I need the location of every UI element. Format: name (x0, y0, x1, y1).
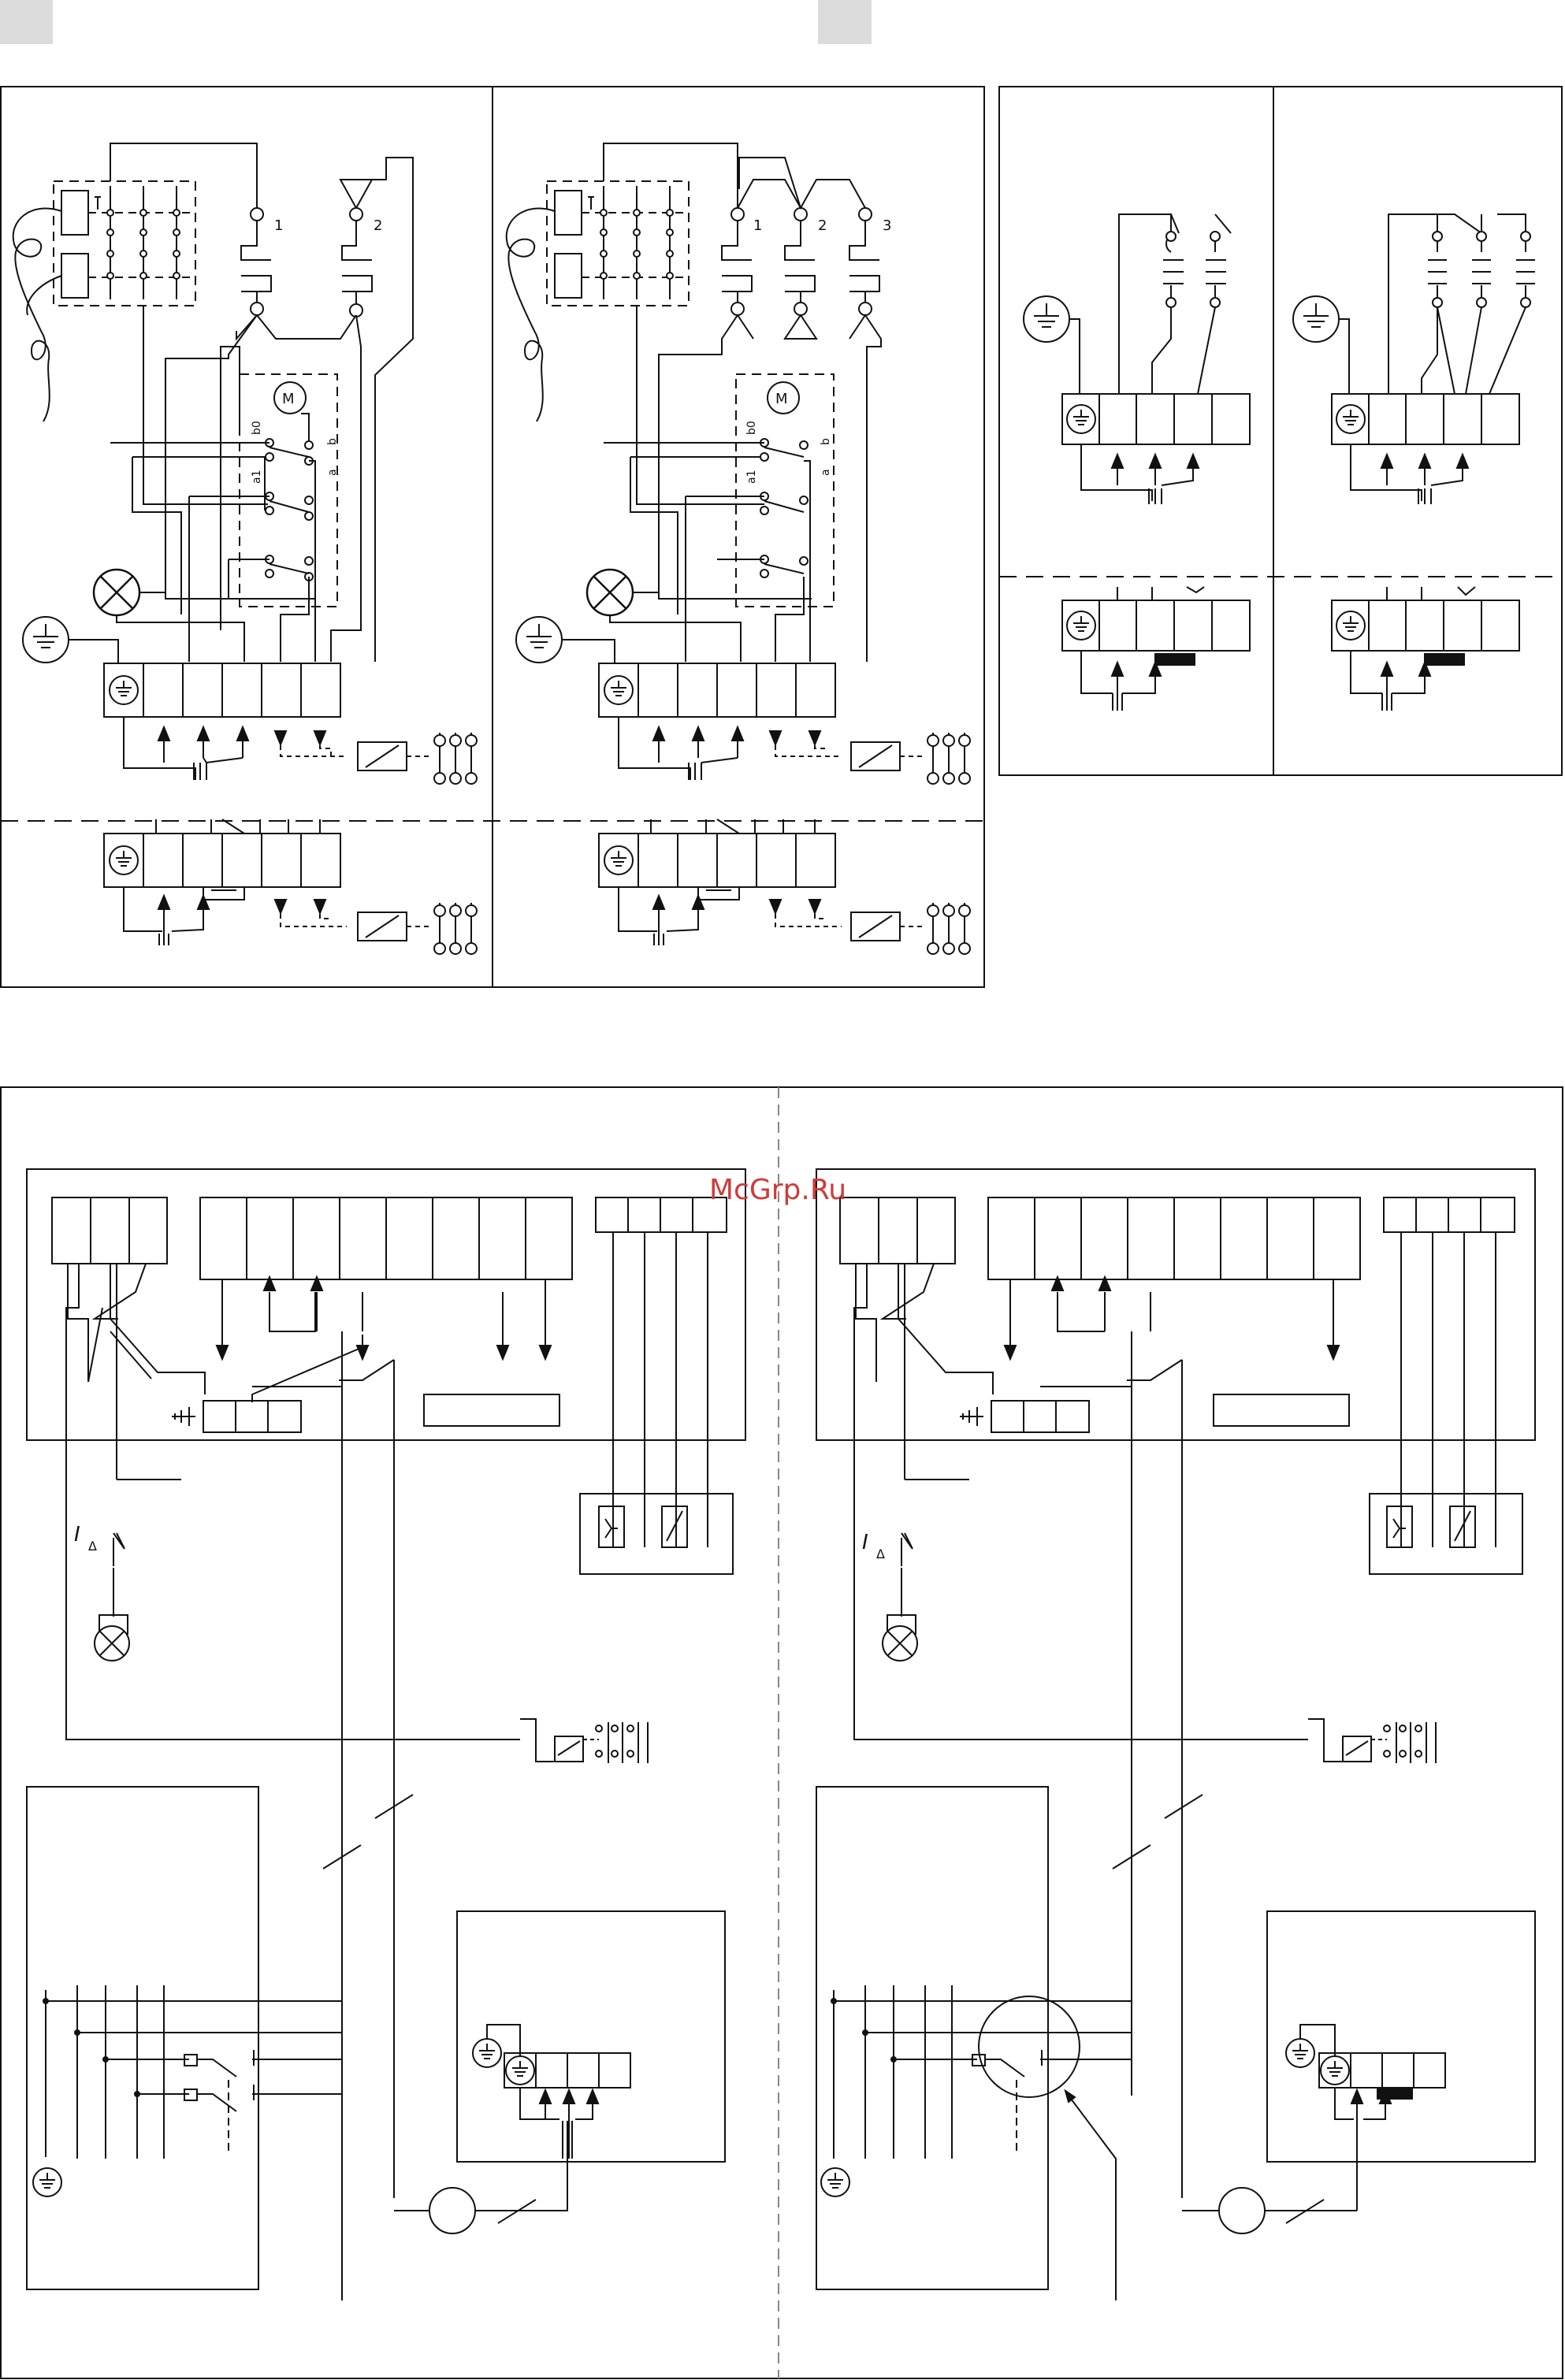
switch-label-a: a (326, 469, 339, 476)
motor-label: M (282, 391, 295, 407)
rcd-label: I (74, 1523, 80, 1546)
rcd-label: I (862, 1531, 868, 1554)
heater-label-2: 2 (374, 217, 382, 234)
diagram-two-heater: 1 2 M (13, 143, 477, 954)
header-tab-left (0, 0, 53, 44)
switch-label-a1: a1 (745, 470, 758, 485)
ground-icon (516, 617, 562, 663)
switch-label-b0: b0 (745, 421, 758, 435)
switch-label-b: b (326, 438, 339, 445)
heater-label-2: 2 (818, 217, 827, 234)
indicator-lamp-icon (94, 570, 139, 615)
heater-label-1: 1 (274, 217, 283, 234)
switch-label-b: b (820, 438, 832, 445)
top-right-panel (999, 87, 1562, 775)
indicator-lamp-icon (587, 570, 633, 615)
rcd-lamp-icon (95, 1626, 129, 1661)
bottom-left-diagram: I Δ (27, 1169, 745, 2300)
rcd-lamp-icon (883, 1626, 917, 1661)
bottom-panel (1, 1087, 1563, 2378)
diagram-three-heater: 1 2 3 M (507, 143, 970, 954)
switch-label-a1: a1 (251, 470, 263, 485)
switch-label-a: a (820, 469, 832, 476)
rcd-subscript: Δ (876, 1546, 885, 1561)
rcd-subscript: Δ (88, 1539, 97, 1554)
ground-icon (23, 617, 69, 663)
watermark-text: McGrp.Ru (709, 1174, 846, 1206)
bottom-right-diagram: I Δ (816, 1169, 1535, 2300)
motor-label: M (775, 391, 788, 407)
heater-label-3: 3 (883, 217, 891, 234)
relay-icon (358, 733, 477, 784)
heater-label-1: 1 (753, 217, 762, 234)
top-left-panel: 1 2 M (1, 87, 984, 987)
switch-label-b0: b0 (251, 421, 263, 435)
header-tab-right (818, 0, 872, 44)
